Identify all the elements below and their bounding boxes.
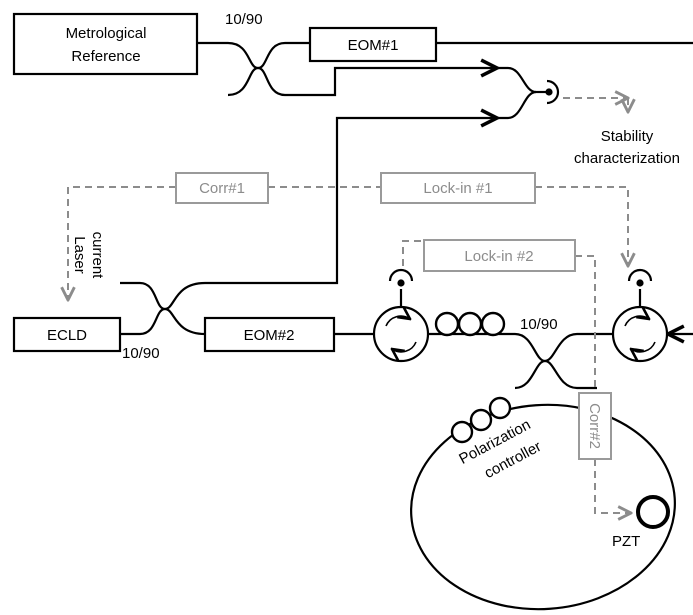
photodiode-circ1-dot [397, 279, 405, 287]
eom2-box [203, 316, 336, 353]
circulator-1-arrow-b [392, 341, 417, 352]
photodiode-circ2-arc [627, 268, 653, 282]
ctrl-corr1-to-ecld [68, 186, 176, 300]
corr2-box [578, 392, 612, 460]
corr1-block: Corr#1 [175, 172, 269, 204]
stability-label-line2: characterization [574, 150, 680, 167]
fiber-paths [120, 41, 693, 611]
eom1-box [308, 26, 438, 63]
circulator-1-arrow-a [385, 316, 410, 327]
lockin1-label: Lock-in #1 [423, 180, 492, 197]
lockin2-block: Lock-in #2 [423, 239, 576, 272]
coil-loop-3 [480, 311, 506, 337]
pzt-ring [636, 495, 670, 529]
metrological-reference-line1: Metrological [66, 25, 147, 42]
photodiode-circ2 [627, 268, 653, 287]
polarization-controller-coils [450, 396, 512, 444]
coupler-top-upper [227, 41, 286, 70]
coupler-bottom-ratio: 10/90 [122, 345, 160, 362]
circulator-2-body [611, 305, 669, 363]
metrological-reference-block: Metrological Reference [12, 12, 199, 76]
pc-loop-1 [450, 420, 474, 444]
coupler-bl-lower [139, 281, 206, 336]
laser-current-line1: Laser [71, 236, 88, 274]
lockin1-box [380, 172, 536, 204]
photodiode-top-dot [545, 88, 553, 96]
pzt-label: PZT [612, 533, 640, 550]
coupler-top-lower [227, 66, 286, 97]
corr1-box [175, 172, 269, 204]
ecld-box [12, 316, 122, 353]
photodiode-circ1 [388, 268, 414, 287]
control-paths [68, 98, 631, 513]
eom2-label: EOM#2 [244, 327, 295, 344]
fiber-to-combiner-b [205, 118, 497, 285]
lockin1-block: Lock-in #1 [380, 172, 536, 204]
ecld-label: ECLD [47, 327, 87, 344]
pc-loop-3 [488, 396, 512, 420]
pzt-element: PZT [612, 495, 670, 550]
ctrl-lockin2-corr2 [575, 255, 596, 393]
ctrl-circ1pd-lockin2 [402, 240, 424, 266]
laser-current-line2: current [89, 232, 106, 280]
photodiode-top [545, 79, 560, 105]
eom1-label: EOM#1 [348, 37, 399, 54]
photodiode-circ2-dot [636, 279, 644, 287]
metrological-reference-box [12, 12, 199, 76]
coupler-top-ratio: 10/90 [225, 11, 263, 28]
eom1-block: EOM#1 [308, 26, 438, 63]
coupler-right-ratio: 10/90 [520, 316, 558, 333]
coupler-r-lower [514, 359, 578, 390]
corr1-label: Corr#1 [199, 180, 245, 197]
coil-loop-1 [434, 311, 460, 337]
combiner-arm-b [497, 90, 537, 120]
coupler-r-upper [514, 332, 578, 363]
circulator-2-arrow-b [631, 341, 656, 352]
circulator-1-body [372, 305, 430, 363]
fiber-to-combiner-a [285, 68, 497, 97]
ecld-block: ECLD [12, 316, 122, 353]
lockin2-label: Lock-in #2 [464, 248, 533, 265]
eom2-block: EOM#2 [203, 316, 336, 353]
fiber-coil-top [434, 311, 506, 337]
fiber-loop [410, 403, 676, 611]
corr2-block: Corr#2 [578, 392, 612, 460]
stability-label-line1: Stability [601, 128, 654, 145]
photodiode-top-arc [546, 79, 560, 105]
corr2-label: Corr#2 [586, 403, 603, 449]
circulator-2 [611, 305, 669, 363]
photodiode-circ1-arc [388, 268, 414, 282]
pc-loop-2 [469, 408, 493, 432]
coil-loop-2 [457, 311, 483, 337]
ctrl-corr2-pzt [594, 459, 631, 513]
ctrl-circ2pd-lockin1 [535, 186, 628, 266]
combiner-arm-a [497, 66, 537, 94]
coupler-bl-upper [139, 281, 206, 336]
circulator-2-arrow-a [624, 316, 649, 327]
circulator-1 [372, 305, 430, 363]
lockin2-box [423, 239, 576, 272]
metrological-reference-line2: Reference [71, 48, 140, 65]
